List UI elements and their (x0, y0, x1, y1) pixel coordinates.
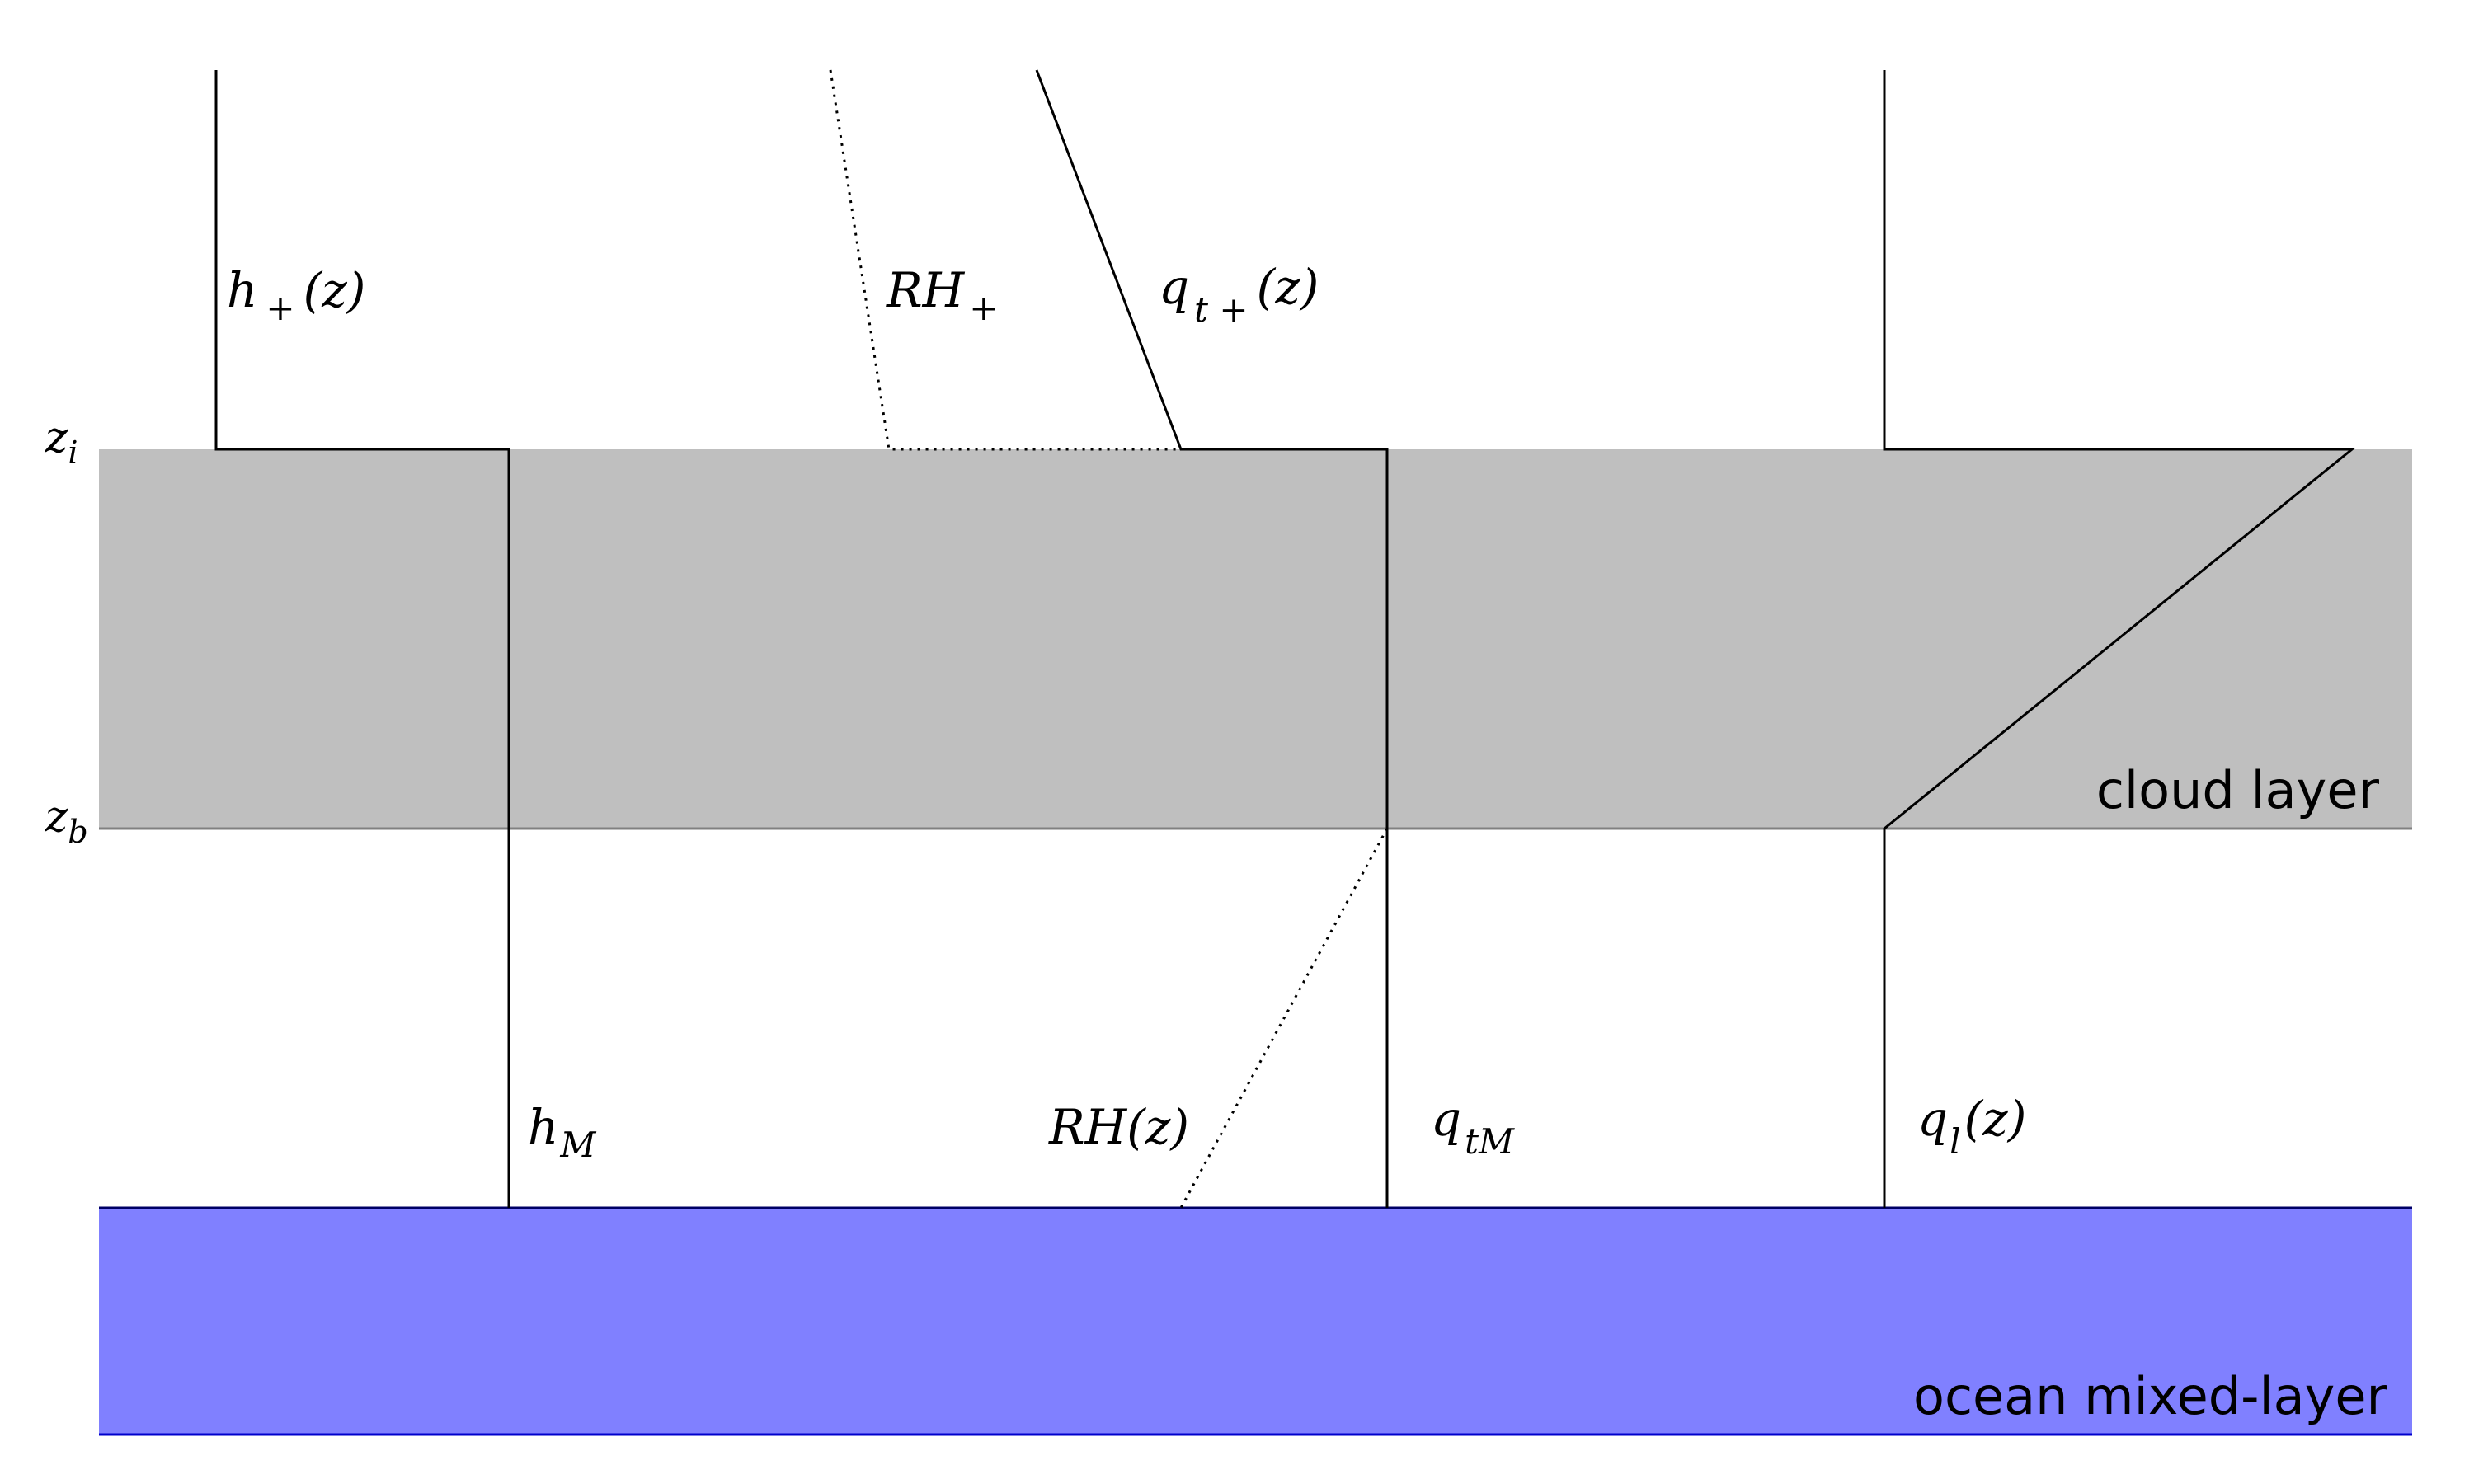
zi-base: z (45, 413, 68, 463)
zb-label: zb (45, 792, 88, 850)
h-m-label: hM (528, 1099, 596, 1165)
qt-m-label: qtM (1431, 1091, 1515, 1162)
zb-sub: b (68, 814, 87, 850)
qt-m-sub: tM (1465, 1121, 1515, 1162)
ql-z-base: q (1917, 1091, 1948, 1147)
cloud-layer-label: cloud layer (2096, 760, 2380, 820)
rh-z-profile-line (1179, 828, 1389, 1209)
h-plus-label: h+(z) (227, 262, 365, 328)
h-plus-arg: (z) (303, 262, 366, 318)
rh-plus-profile-line (829, 69, 1181, 451)
rh-z-label: RH(z) (1048, 1099, 1189, 1155)
zi-sub: i (68, 434, 78, 471)
rh-plus-sub: + (969, 288, 998, 328)
ocean-mixed-layer-band (99, 1208, 2412, 1435)
qt-m-base: q (1431, 1091, 1461, 1147)
ocean-mixed-layer-label: ocean mixed-layer (1913, 1366, 2387, 1426)
qt-profile-line (1035, 69, 1389, 1208)
h-m-sub: M (559, 1125, 596, 1165)
h-m-base: h (528, 1099, 558, 1155)
zb-base: z (45, 792, 68, 842)
cloud-layer-band (99, 449, 2412, 829)
qt-plus-sub: t + (1194, 289, 1248, 330)
qt-plus-arg: (z) (1257, 259, 1319, 315)
rh-plus-base: RH (886, 262, 966, 318)
ql-z-label: ql(z) (1917, 1091, 2026, 1162)
ql-profile-line (1883, 70, 2356, 1208)
zi-label: zi (45, 413, 78, 471)
h-plus-sub: + (266, 288, 294, 328)
h-plus-base: h (227, 262, 257, 318)
qt-plus-base: q (1159, 259, 1189, 315)
ql-z-arg: (z) (1964, 1091, 2027, 1147)
rh-plus-label: RH+ (886, 262, 998, 328)
ql-z-sub: l (1950, 1121, 1960, 1162)
h-profile-line (214, 70, 510, 1208)
